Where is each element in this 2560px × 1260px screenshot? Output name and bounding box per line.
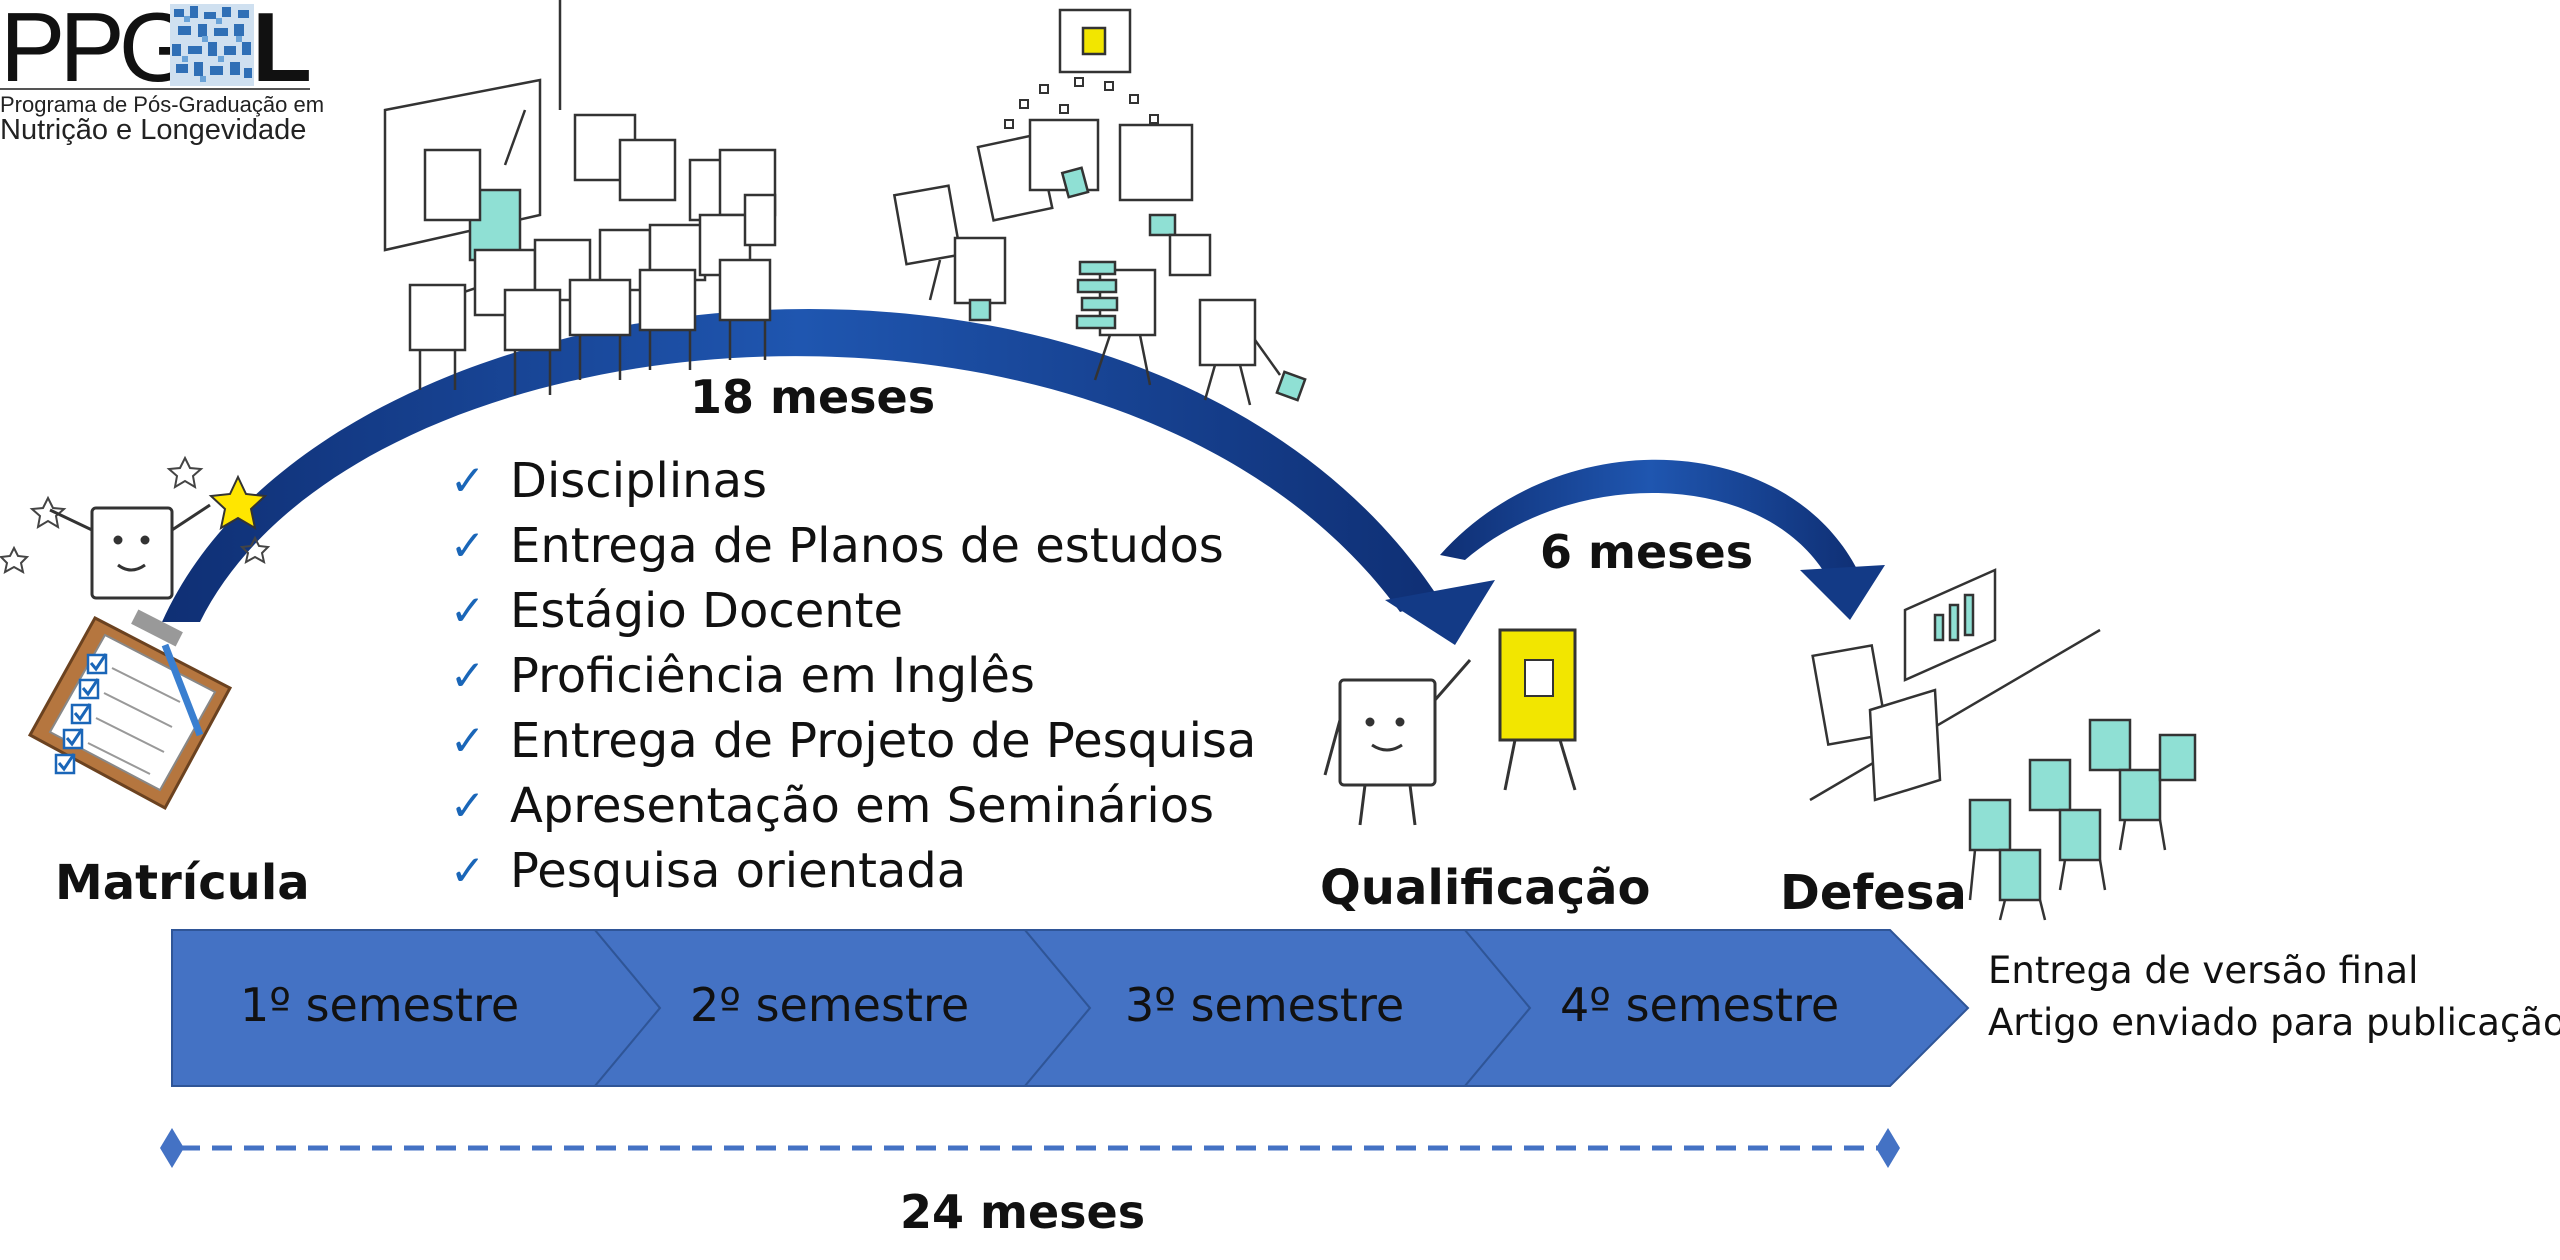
semester-label-2: 2º semestre <box>690 978 970 1032</box>
check-icon: ✓ <box>450 651 486 700</box>
final-note-version: Entrega de versão final <box>1988 949 2419 992</box>
check-icon: ✓ <box>450 846 486 895</box>
arc-18-meses <box>162 309 1440 622</box>
clipboard-checklist-icon <box>27 609 233 811</box>
logo-l-text: L <box>252 0 312 102</box>
check-icon: ✓ <box>450 716 486 765</box>
semester-chevron-4 <box>1462 929 1970 1087</box>
activity-item: ✓Entrega de Projeto de Pesquisa <box>450 712 1257 769</box>
activity-item: ✓Disciplinas <box>450 452 768 509</box>
arc-6-meses <box>1440 459 1860 582</box>
semester-label-1: 1º semestre <box>240 978 520 1032</box>
check-icon: ✓ <box>450 456 486 505</box>
semester-label-4: 4º semestre <box>1560 978 1840 1032</box>
small-stars-icon <box>0 455 271 574</box>
milestone-qualificacao: Qualificação <box>1320 860 1651 916</box>
arc-18-meses-arrowhead <box>1385 580 1495 645</box>
qualification-presenter-icon <box>1323 628 1577 826</box>
final-deliverables: Entrega de versão final Artigo enviado p… <box>1988 945 2560 1049</box>
duration-6-meses: 6 meses <box>1540 525 1754 579</box>
activity-item: ✓Apresentação em Seminários <box>450 777 1215 834</box>
logo-program-line: Programa de Pós-Graduação em <box>0 92 325 117</box>
activity-item: ✓Proficiência em Inglês <box>450 647 1035 704</box>
duration-18-meses: 18 meses <box>690 370 936 424</box>
activities-checklist: ✓Disciplinas ✓Entrega de Planos de estud… <box>450 448 1256 903</box>
activity-item: ✓Estágio Docente <box>450 582 904 639</box>
star-icon <box>208 474 268 531</box>
logo-program-name: Nutrição e Longevidade <box>0 114 307 146</box>
check-icon: ✓ <box>450 781 486 830</box>
activity-item: ✓Pesquisa orientada <box>450 842 967 899</box>
activity-item: ✓Entrega de Planos de estudos <box>450 517 1224 574</box>
logo-mosaic-icon <box>170 4 254 86</box>
milestone-matricula: Matrícula <box>55 855 310 911</box>
duration-24-meses: 24 meses <box>900 1185 1146 1239</box>
milestone-defesa: Defesa <box>1780 865 1967 921</box>
total-duration-line <box>160 1128 1900 1168</box>
classroom-illustration-icon <box>383 0 777 395</box>
logo-ppg-text: PPG <box>0 0 195 102</box>
check-icon: ✓ <box>450 586 486 635</box>
group-discussion-illustration-icon <box>892 8 1307 406</box>
program-logo: PPG L Programa d <box>0 0 330 150</box>
semester-timeline <box>171 929 1970 1087</box>
final-note-article: Artigo enviado para publicação <box>1988 1001 2560 1044</box>
defense-room-illustration-icon <box>1809 568 2197 921</box>
student-figure-icon <box>49 503 211 600</box>
arc-6-meses-arrowhead <box>1800 565 1885 620</box>
logo-divider <box>0 88 310 90</box>
check-icon: ✓ <box>450 521 486 570</box>
semester-label-3: 3º semestre <box>1125 978 1405 1032</box>
